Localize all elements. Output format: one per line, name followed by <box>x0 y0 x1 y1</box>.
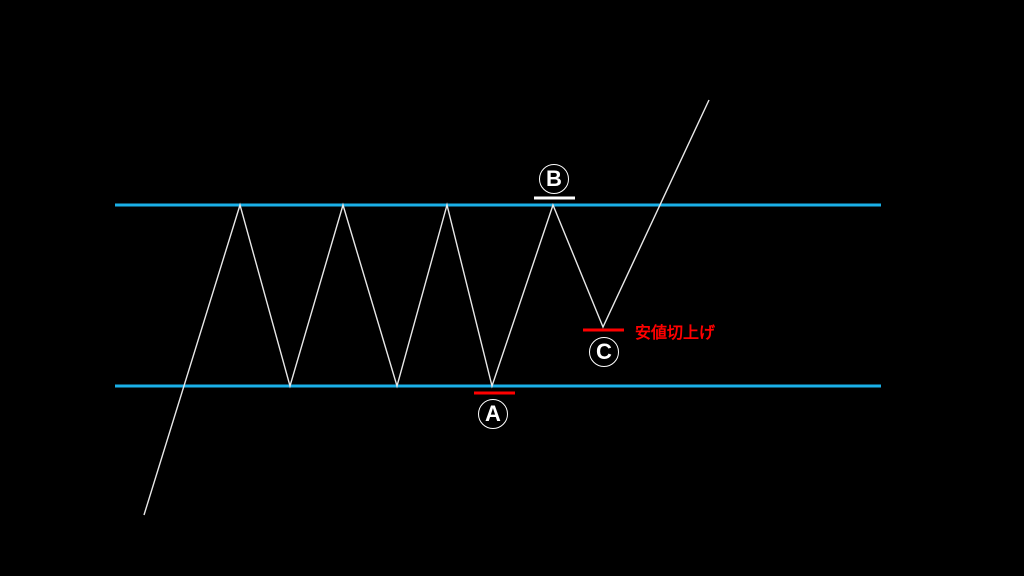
point-c-label: C <box>589 337 619 367</box>
price-path <box>143 99 710 516</box>
point-a-label: A <box>478 399 508 429</box>
point-b-label: B <box>539 164 569 194</box>
higher-low-annotation: 安値切上げ <box>635 323 716 342</box>
